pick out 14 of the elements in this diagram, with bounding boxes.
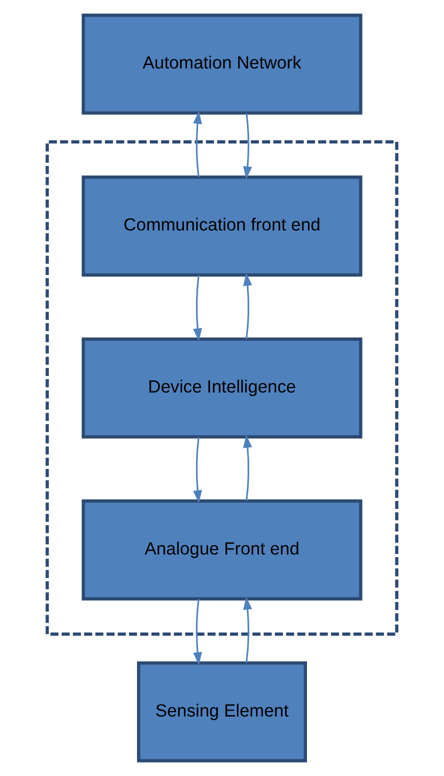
cluster: [46, 140, 398, 636]
node-box: Automation Network: [82, 14, 362, 115]
node-box: Sensing Element: [137, 661, 307, 762]
arrow: [193, 437, 202, 504]
node-box: Device Intelligence: [82, 338, 362, 438]
arrow: [193, 599, 202, 666]
arrow: [243, 113, 252, 180]
arrow: [243, 596, 252, 663]
node-box: Communication front end: [82, 176, 362, 277]
arrow: [193, 275, 202, 342]
arrow: [243, 434, 252, 501]
arrow: [243, 272, 252, 339]
arrow: [193, 110, 202, 177]
node-box: Analogue Front end: [82, 499, 362, 600]
